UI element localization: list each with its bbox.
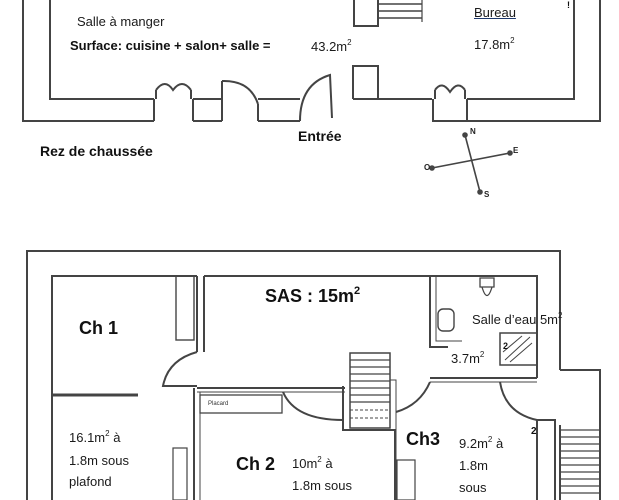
compass-south: S [484,190,490,199]
ch2-height: 1.8m sous [292,478,352,493]
sas-label: SAS : 15m2 [265,285,361,306]
ch3-height: 1.8m [459,458,488,473]
dining-room-label: Salle à manger [77,14,165,29]
compass-north: N [470,127,476,136]
ch1-height: 1.8m sous [69,453,129,468]
ch1-area: 16.1m2 à [69,429,121,445]
stray-mark: ! [567,0,570,10]
ch1-ceiling: plafond [69,474,112,489]
bathroom-label: Salle d’eau 5m2 [472,311,563,327]
room-ch2-label: Ch 2 [236,454,276,474]
ch2-area: 10m2 à [292,455,333,471]
office-area: 17.8m2 [474,36,515,52]
ch3-area: 9.2m2 à [459,435,504,451]
room-ch3-label: Ch3 [406,429,441,449]
closet-label: Placard [208,401,229,407]
compass-west: O [424,163,431,172]
office-label: Bureau [474,5,516,20]
ground-floor-title: Rez de chaussée [40,143,153,159]
compass-east: E [513,146,519,155]
surface-label: Surface: cuisine + salon+ salle = [70,38,271,53]
ch3-ceiling: sous [459,480,487,495]
surface-value: 43.2m2 [311,38,352,54]
landing-mark: 2 [531,426,537,437]
room-ch1-label: Ch 1 [79,318,119,338]
wc-area: 3.7m2 [451,350,485,366]
wc-mark: 2 [503,341,509,351]
entrance-label: Entrée [298,128,342,144]
